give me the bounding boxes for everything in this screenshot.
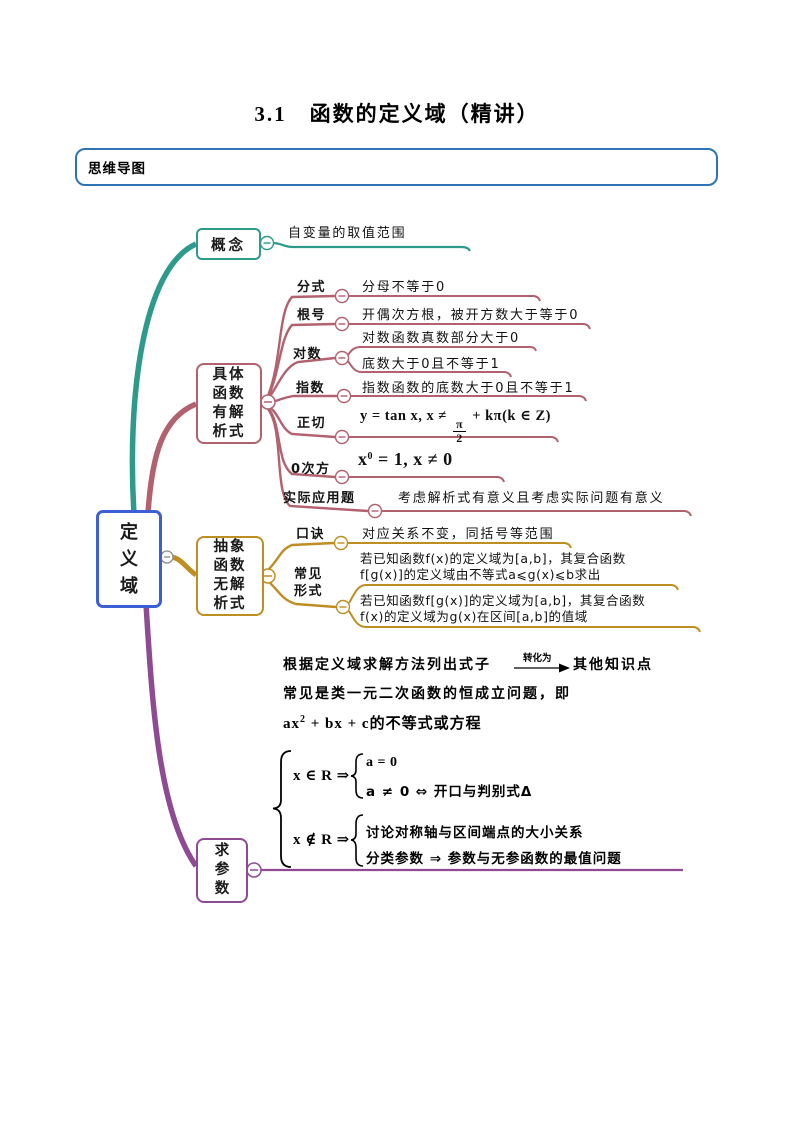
label-common-forms[interactable]: 常见形式	[294, 567, 324, 599]
common-form-2-line2: f(x)的定义域为g(x)在区间[a,b]的值域	[360, 608, 588, 624]
label-exp[interactable]: 指数	[296, 381, 326, 396]
common-form-2-line1: 若已知函数f[g(x)]的定义域为[a,b]，其复合函数	[360, 593, 646, 608]
case-b-head: x ∉ R ⇒	[293, 832, 350, 848]
tan-formula-fraction: π 2	[453, 418, 467, 445]
exp-child-text: 指数函数的底数大于0且不等于1	[362, 381, 575, 396]
label-log[interactable]: 对数	[293, 347, 323, 362]
transform-arrow-icon	[514, 663, 570, 673]
common-form-1-line2: f[g(x)]的定义域由不等式a⩽g(x)⩽b求出	[360, 566, 601, 582]
mindmap-frame-label: 思维导图	[88, 161, 146, 177]
param-ax2-line: ax2 + bx + c的不等式或方程	[283, 712, 482, 733]
branch-concept	[129, 235, 471, 515]
case-a-head: x ∈ R ⇒	[293, 768, 350, 784]
node-concept[interactable]: 概念	[196, 228, 261, 260]
param-line2: 常见是类一元二次函数的恒成立问题，即	[283, 686, 571, 702]
label-mnemonic[interactable]: 口诀	[296, 527, 326, 542]
node-concrete-label: 具体函数有解析式	[212, 366, 246, 440]
common-form-1-text: 若已知函数f(x)的定义域为[a,b]，其复合函数 f[g(x)]的定义域由不等…	[360, 551, 626, 583]
transform-arrow-label: 转化为	[523, 653, 552, 664]
zero-power-rest: = 1, x ≠ 0	[373, 449, 453, 469]
tan-formula-pre: y = tan x, x ≠	[360, 408, 447, 424]
tan-formula-post: + kπ(k ∈ Z)	[472, 408, 551, 424]
applied-child-text: 考虑解析式有意义且考虑实际问题有意义	[398, 491, 665, 506]
label-fraction[interactable]: 分式	[297, 280, 327, 295]
ax2-post: + bx + c的不等式或方程	[306, 716, 482, 732]
log-child1-text: 对数函数真数部分大于0	[362, 331, 521, 346]
ax2-pre: ax	[283, 716, 300, 732]
label-tan[interactable]: 正切	[297, 416, 327, 431]
mnemonic-child-text: 对应关系不变，同括号等范围	[362, 527, 555, 542]
radical-child-text: 开偶次方根，被开方数大于等于0	[362, 308, 580, 323]
brace-inner-top	[350, 753, 364, 799]
node-concept-label: 概念	[211, 237, 246, 254]
node-abstract[interactable]: 抽象函数无解析式	[196, 536, 264, 616]
node-param-label: 求参数	[214, 843, 230, 897]
fraction-child-text: 分母不等于0	[362, 280, 447, 295]
ax2-sup: 2	[300, 714, 306, 725]
case-b-row2: 分类参数 ⇒ 参数与无参函数的最值问题	[366, 851, 622, 867]
zero-power-exponent: 0	[367, 451, 373, 462]
case-a-row1: a = 0	[366, 755, 398, 770]
case-b-row1: 讨论对称轴与区间端点的大小关系	[366, 825, 584, 841]
common-form-1-line1: 若已知函数f(x)的定义域为[a,b]，其复合函数	[360, 551, 626, 566]
branch-param	[143, 603, 683, 878]
brace-outer	[272, 750, 292, 868]
root-minus-icon[interactable]	[160, 550, 174, 564]
param-line1a: 根据定义域求解方法列出式子	[283, 657, 491, 673]
tan-formula-denominator: 2	[456, 431, 463, 445]
common-form-2-text: 若已知函数f[g(x)]的定义域为[a,b]，其复合函数 f(x)的定义域为g(…	[360, 593, 645, 625]
page-title: 3.1 函数的定义域（精讲）	[254, 102, 540, 126]
node-concrete[interactable]: 具体函数有解析式	[196, 363, 262, 444]
tan-formula-numerator: π	[453, 418, 467, 432]
node-root[interactable]: 定义域	[96, 510, 162, 608]
zero-power-formula: x0 = 1, x ≠ 0	[358, 449, 453, 470]
brace-inner-bottom	[350, 814, 364, 867]
label-applied[interactable]: 实际应用题	[283, 491, 356, 506]
zero-power-base: x	[358, 449, 368, 469]
branch-concrete	[145, 288, 692, 519]
log-child2-text: 底数大于0且不等于1	[362, 357, 501, 372]
tan-formula: y = tan x, x ≠ π 2 + kπ(k ∈ Z)	[360, 407, 551, 445]
node-root-label: 定义域	[120, 521, 138, 597]
concept-child-text: 自变量的取值范围	[288, 226, 407, 241]
label-zero-power[interactable]: 0次方	[291, 462, 331, 477]
mindmap-frame: 思维导图	[75, 148, 718, 186]
case-a-row2: a ≠ 0 ⇔ 开口与判别式Δ	[366, 784, 533, 800]
node-param[interactable]: 求参数	[196, 838, 248, 903]
param-line1b: 其他知识点	[573, 657, 653, 673]
label-radical[interactable]: 根号	[297, 308, 327, 323]
node-abstract-label: 抽象函数无解析式	[213, 539, 247, 612]
